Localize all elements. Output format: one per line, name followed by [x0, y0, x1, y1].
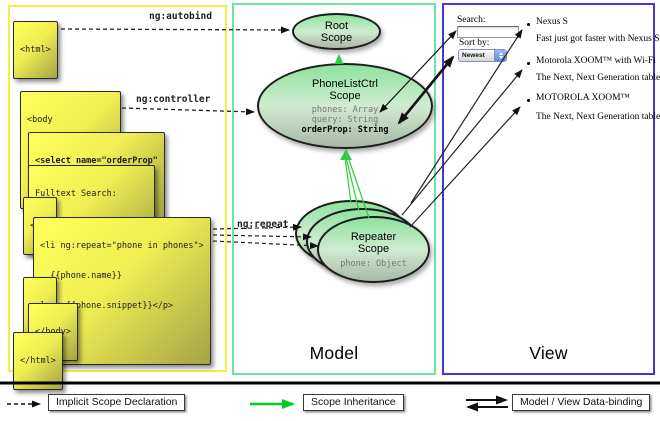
sort-select-value: Newest [462, 52, 485, 59]
sort-select[interactable]: Newest [458, 49, 507, 62]
sort-by-label: Sort by: [459, 38, 490, 48]
view-panel-title: View [529, 343, 568, 363]
phonelistctrl-scope-ellipse: PhoneListCtrl Scope phones: Array query:… [257, 63, 433, 149]
code-line: </html> [20, 356, 56, 366]
scope-name: Scope [320, 31, 353, 44]
ng-controller-label: ng:controller [136, 94, 211, 105]
legend-implicit-scope-label: Implicit Scope Declaration [48, 394, 186, 411]
phone-item-desc: Fast just got faster with Nexus S. [536, 34, 660, 44]
phone-item-title: MOTOROLA XOOM™ [536, 93, 630, 103]
ng-autobind-label: ng:autobind [149, 11, 212, 22]
code-line: {{phone.name}} [40, 271, 122, 281]
scope-name: PhoneListCtrl [311, 77, 379, 90]
phone-item-desc: The Next, Next Generation tablet. [536, 73, 660, 83]
phone-item-title: Motorola XOOM™ with Wi-Fi [536, 56, 656, 66]
code-line: <html> [20, 45, 51, 55]
legend-databinding-label: Model / View Data-binding [512, 394, 651, 411]
ng-repeat-label: ng:repeat [237, 219, 289, 230]
scope-property: phones: Array [311, 104, 379, 115]
bullet-icon [527, 99, 530, 102]
code-line: <p>{{phone.snippet}}</p> [40, 301, 174, 311]
code-line: Fulltext Search: [35, 189, 117, 199]
scope-property: query: String [311, 114, 379, 125]
scope-property: phone: Object [340, 258, 407, 269]
select-stepper-icon [494, 50, 506, 61]
model-panel [232, 3, 436, 375]
root-scope-ellipse: Root Scope [292, 13, 381, 50]
code-line: <body [27, 115, 53, 125]
code-line: <li ng:repeat="phone in phones"> [40, 241, 204, 251]
bullet-icon [527, 23, 530, 26]
scope-name: Scope [329, 89, 361, 102]
phone-item-desc: The Next, Next Generation tablet. [536, 112, 660, 122]
search-input[interactable] [457, 26, 519, 38]
phone-item-title: Nexus S [536, 17, 568, 27]
search-label: Search: [457, 15, 486, 25]
repeater-scope-ellipse-front: Repeater Scope phone: Object [317, 216, 430, 283]
model-panel-title: Model [309, 343, 359, 363]
scope-name: Root [324, 19, 349, 32]
bullet-icon [527, 62, 530, 65]
scope-property: orderProp: String [301, 124, 389, 135]
code-line: <select name="orderProp" [35, 156, 158, 166]
code-box-html-close: </html> [13, 332, 63, 390]
scope-name: Repeater [350, 230, 397, 243]
scope-name: Scope [357, 242, 390, 255]
legend-scope-inheritance-label: Scope Inheritance [303, 394, 404, 411]
code-box-html-open: <html> [13, 21, 58, 79]
